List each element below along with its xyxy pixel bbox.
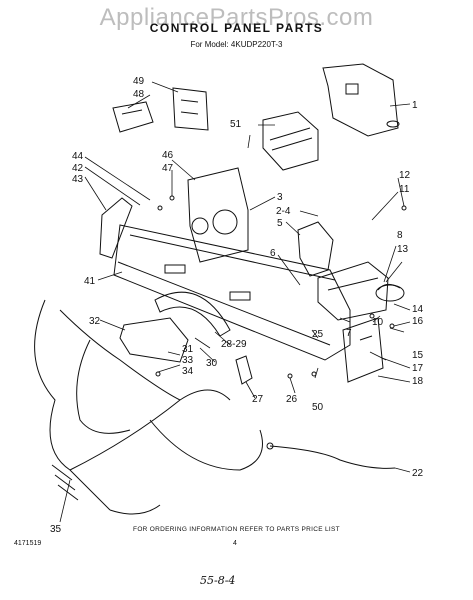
part-1-cover-plate xyxy=(322,63,400,137)
page-number: 4 xyxy=(233,540,237,547)
model-number: For Model: 4KUDP220T-3 xyxy=(190,40,283,49)
callout-25: 25 xyxy=(312,329,324,340)
callout-5: 5 xyxy=(277,218,283,229)
callout-33: 33 xyxy=(182,355,194,366)
callout-14: 14 xyxy=(412,304,424,315)
callout-22: 22 xyxy=(412,468,424,479)
callout-46: 47 xyxy=(162,163,174,174)
callout-11: 11 xyxy=(399,184,410,195)
part-18-end-cap xyxy=(342,317,384,383)
part-27-clip xyxy=(235,355,253,385)
callout-6: 6 xyxy=(270,248,276,259)
callout-30: 30 xyxy=(206,358,218,369)
callout-48: 49 xyxy=(133,76,145,87)
part-22-sensor-lead xyxy=(266,442,396,469)
callout-13: 13 xyxy=(397,244,409,255)
callout-8: 8 xyxy=(397,230,403,241)
callout-26: 26 xyxy=(286,394,298,405)
watermark: AppliancePartsPros.com xyxy=(99,4,374,31)
callout-42: 43 xyxy=(72,174,84,185)
callout-3: 3 xyxy=(277,192,283,203)
callout-34: 34 xyxy=(182,366,194,377)
part-8-timer xyxy=(317,261,389,321)
callout-28-29: 28-29 xyxy=(221,339,247,350)
callout-44: 46 xyxy=(162,150,174,161)
callout-35: 35 xyxy=(50,524,62,535)
ordering-note: FOR ORDERING INFORMATION REFER TO PARTS … xyxy=(133,526,340,533)
callout-43: 44 xyxy=(72,151,84,162)
callout-18: 18 xyxy=(412,376,424,387)
callout-27: 27 xyxy=(252,394,264,405)
callout-2-4: 2-4 xyxy=(276,206,291,217)
callout-50: 51 xyxy=(230,119,242,130)
callout-31: 31 xyxy=(182,344,194,355)
callout-10: 10 xyxy=(372,317,384,328)
part-47-module xyxy=(112,101,154,133)
callout-49: 50 xyxy=(312,402,324,413)
part-50-bracket xyxy=(262,111,319,171)
part-44-switch xyxy=(187,167,249,263)
callout-12: 12 xyxy=(399,170,411,181)
part-35-wire-harness xyxy=(34,299,263,515)
part-42-end-cap xyxy=(99,197,133,259)
part-13-knob xyxy=(375,284,405,302)
callout-41: 42 xyxy=(72,163,84,174)
callout-1: 1 xyxy=(412,100,418,111)
callout-47: 48 xyxy=(133,89,145,100)
callout-17: 17 xyxy=(412,363,424,374)
part-28-29-bracket xyxy=(154,291,231,337)
page-title: CONTROL PANEL PARTS xyxy=(149,21,324,35)
callout-39: 41 xyxy=(84,276,96,287)
part-48-board xyxy=(172,87,209,131)
part-5-latch xyxy=(297,221,334,277)
handwritten-note: 55-8-4 xyxy=(200,574,236,587)
part-32-light-cover xyxy=(119,317,189,363)
callout-leaders xyxy=(59,81,411,523)
callout-32: 32 xyxy=(89,316,101,327)
callout-7: 7 xyxy=(346,328,352,339)
callout-15: 15 xyxy=(412,350,424,361)
document-code: 4171519 xyxy=(14,540,42,547)
callout-labels: 1 49 48 51 46 47 44 42 43 3 2-4 5 6 12 1… xyxy=(50,76,424,535)
callout-16: 16 xyxy=(412,316,424,327)
